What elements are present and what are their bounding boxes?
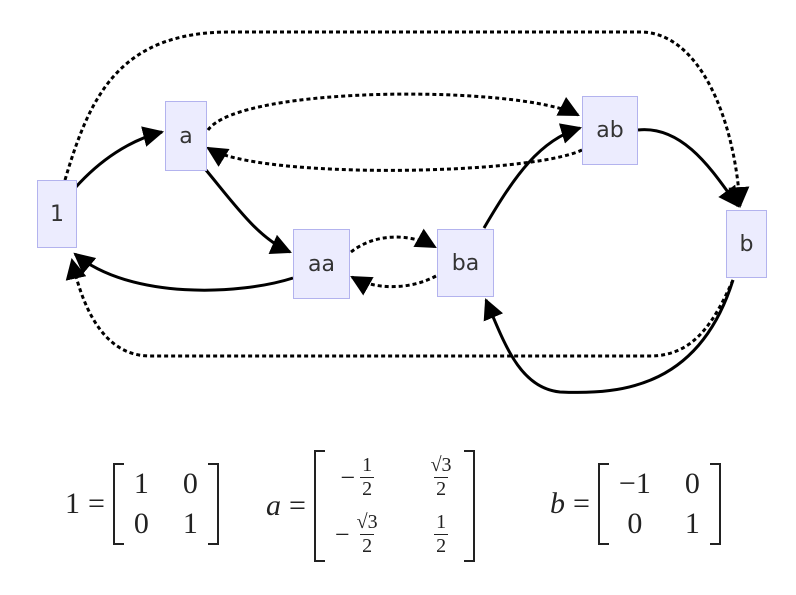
- edge-b-to-ba: [483, 279, 735, 394]
- edge-1-to-b: [63, 30, 750, 209]
- edge-1-to-a: [73, 126, 165, 189]
- edge-ba-to-ab: [482, 123, 583, 229]
- equals-sign: =: [573, 487, 590, 520]
- matrix-cell: 0: [133, 507, 149, 540]
- equals-sign: =: [88, 487, 105, 520]
- node-ba: ba: [437, 229, 494, 297]
- edge-aa-to-1: [73, 252, 294, 292]
- node-ab: ab: [582, 96, 638, 165]
- edge-b-to-1: [65, 257, 735, 358]
- identity-matrix: 1 0 0 1: [112, 463, 219, 545]
- edge-a-to-ab: [206, 92, 580, 131]
- a-symbol: a: [266, 489, 281, 522]
- b-symbol: b: [550, 487, 565, 520]
- matrix-cell: 1: [133, 467, 149, 500]
- matrix-cell: −1: [618, 467, 651, 500]
- node-a: a: [165, 101, 207, 171]
- equation-identity: 1 = 1 0 0 1: [65, 463, 219, 545]
- node-b: b: [726, 210, 767, 278]
- node-1: 1: [37, 180, 77, 248]
- edge-aa-to-ba: [350, 228, 437, 254]
- edge-ab-to-b: [637, 128, 740, 208]
- b-matrix: −1 0 0 1: [597, 463, 721, 545]
- matrix-cell: 1: [684, 507, 700, 540]
- edge-a-to-aa: [204, 169, 292, 255]
- edge-ab-to-a: [206, 146, 583, 172]
- cayley-graph: [63, 30, 750, 394]
- matrix-cell: 0: [684, 467, 700, 500]
- edge-ba-to-aa: [350, 274, 437, 296]
- equation-b: b = −1 0 0 1: [550, 463, 721, 545]
- node-aa: aa: [293, 229, 350, 299]
- matrix-cell: 0: [627, 507, 643, 540]
- matrix-cell: 0: [182, 467, 198, 500]
- matrix-cell: 1: [182, 507, 198, 540]
- equals-sign: =: [289, 489, 306, 522]
- identity-symbol: 1: [65, 487, 80, 520]
